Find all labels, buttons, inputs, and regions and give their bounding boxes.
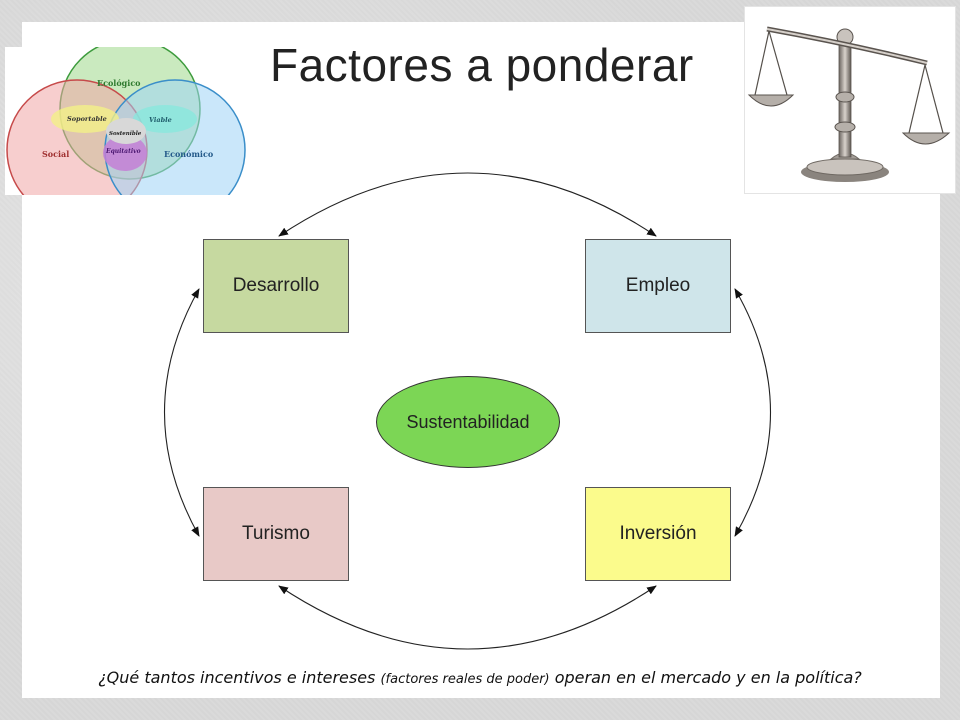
venn-overlap-top-left [51, 105, 119, 133]
venn-label-sostenible: Sostenible [109, 131, 142, 137]
slide-title: Factores a ponderar [270, 39, 694, 91]
arrow-left [164, 288, 200, 537]
venn-label-equitativo: Equitativo [105, 148, 141, 155]
arrow-bottom [278, 585, 657, 650]
venn-label-ecologico: Ecológico [97, 78, 141, 88]
arrow-top [278, 172, 657, 237]
venn-label-viable: Viable [149, 116, 172, 124]
venn-label-social: Social [42, 149, 69, 159]
venn-label-economico: Económico [164, 149, 214, 159]
venn-overlap-bottom [103, 135, 147, 171]
question-part-2: (factores reales de poder) [380, 672, 550, 687]
node-inversion: Inversión [585, 487, 731, 581]
node-empleo: Empleo [585, 239, 731, 333]
question-part-3: operan en el mercado y en la política? [549, 668, 862, 687]
venn-overlap-center [106, 118, 146, 144]
node-turismo: Turismo [203, 487, 349, 581]
venn-label-soportable: Soportable [67, 115, 107, 123]
closing-question: ¿Qué tantos incentivos e intereses (fact… [0, 668, 960, 687]
node-desarrollo: Desarrollo [203, 239, 349, 333]
venn-diagram: Ecológico Social Económico Soportable Vi… [5, 38, 249, 221]
node-sustentabilidad: Sustentabilidad [376, 376, 560, 468]
balance-scale-icon [744, 6, 956, 194]
venn-overlap-top-right [133, 105, 197, 133]
question-part-1: ¿Qué tantos incentivos e intereses [98, 668, 381, 687]
arrow-right [734, 288, 771, 537]
